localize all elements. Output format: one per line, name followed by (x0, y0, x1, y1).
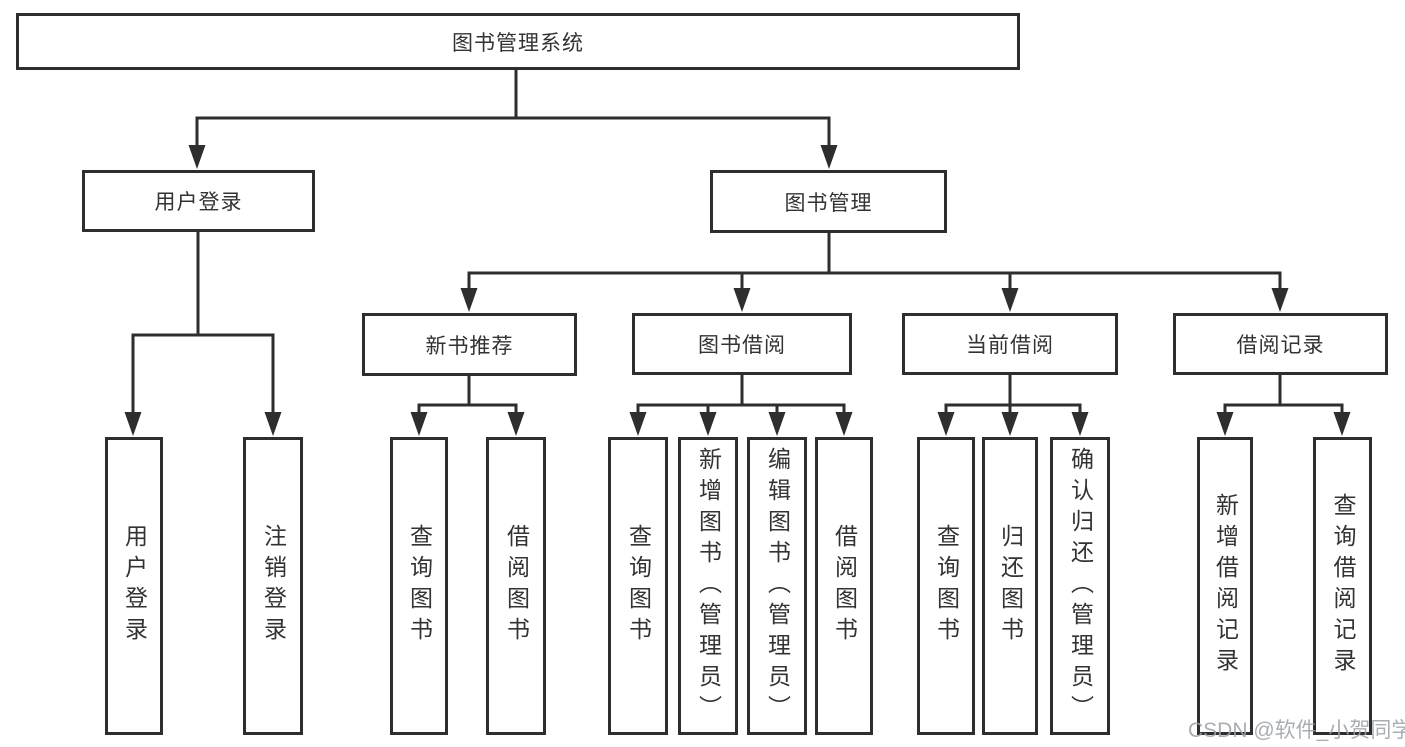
node-user-login: 用户登录 (82, 170, 315, 232)
leaf-borrow-books: 借阅图书 (815, 437, 873, 735)
leaf-add-books-admin: 新增图书（管理员） (678, 437, 738, 735)
leaf-label: 注销登录 (260, 524, 287, 648)
leaf-query-books-current: 查询图书 (917, 437, 975, 735)
node-label: 当前借阅 (966, 334, 1054, 357)
leaf-query-books-recommend: 查询图书 (390, 437, 448, 735)
leaf-user-login: 用户登录 (105, 437, 163, 735)
node-label: 新书推荐 (425, 334, 514, 358)
leaf-query-borrow-record: 查询借阅记录 (1313, 437, 1372, 735)
leaf-label: 归还图书 (997, 524, 1024, 648)
leaf-label: 查询图书 (406, 524, 433, 648)
leaf-query-books-borrowing: 查询图书 (608, 437, 668, 735)
leaf-label: 借阅图书 (503, 524, 530, 648)
node-new-book-recommend: 新书推荐 (362, 313, 577, 376)
node-library-system: 图书管理系统 (16, 13, 1020, 70)
node-label: 图书借阅 (698, 334, 786, 357)
leaf-label: 编辑图书（管理员） (764, 446, 791, 726)
leaf-label: 查询借阅记录 (1330, 493, 1356, 679)
leaf-label: 确认归还（管理员） (1067, 446, 1094, 726)
leaf-return-books: 归还图书 (982, 437, 1038, 735)
node-current-borrowing: 当前借阅 (902, 313, 1118, 375)
leaf-label: 借阅图书 (831, 524, 858, 648)
node-label: 借阅记录 (1236, 334, 1325, 357)
csdn-watermark: CSDN @软件_小贺同学 (1188, 719, 1405, 742)
leaf-label: 查询图书 (625, 524, 652, 648)
node-label: 用户登录 (154, 191, 243, 214)
node-book-borrowing: 图书借阅 (632, 313, 852, 375)
leaf-add-borrow-record: 新增借阅记录 (1197, 437, 1253, 735)
node-book-management: 图书管理 (710, 170, 947, 233)
leaf-label: 新增借阅记录 (1212, 493, 1239, 679)
node-borrow-records: 借阅记录 (1173, 313, 1388, 375)
leaf-label: 用户登录 (121, 524, 148, 648)
leaf-confirm-return-admin: 确认归还（管理员） (1050, 437, 1110, 735)
leaf-edit-books-admin: 编辑图书（管理员） (747, 437, 807, 735)
node-label: 图书管理系统 (452, 31, 584, 55)
node-label: 图书管理 (784, 191, 873, 215)
leaf-logout: 注销登录 (243, 437, 303, 735)
leaf-label: 查询图书 (933, 524, 960, 648)
leaf-label: 新增图书（管理员） (695, 446, 722, 726)
leaf-borrow-books-recommend: 借阅图书 (486, 437, 546, 735)
